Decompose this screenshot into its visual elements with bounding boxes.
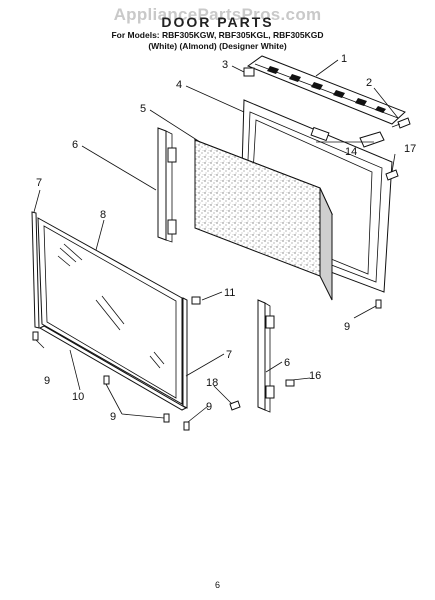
end-cap-part [243, 67, 255, 77]
side-trim-part-left [31, 211, 40, 329]
callout-3: 3 [222, 59, 228, 71]
clip-part [191, 296, 201, 305]
hinge-channel-part-upper [157, 127, 177, 243]
callout-11: 11 [224, 287, 235, 299]
callout-7-right: 7 [226, 349, 232, 361]
callout-9-right: 9 [344, 321, 350, 333]
callout-6-lower: 6 [284, 357, 290, 369]
callout-6-upper: 6 [72, 139, 78, 151]
models-line: For Models: RBF305KGW, RBF305KGL, RBF305… [111, 30, 324, 40]
screw-part-2 [391, 117, 411, 129]
page-number: 6 [214, 580, 220, 590]
screw-part-17 [385, 169, 399, 181]
callout-1: 1 [341, 53, 347, 65]
callout-7-left: 7 [36, 177, 42, 189]
side-trim-part-right [182, 297, 188, 409]
callout-18: 18 [206, 377, 218, 389]
bracket-part [359, 131, 385, 148]
hinge-channel-part-lower [257, 299, 275, 413]
callout-10: 10 [72, 391, 84, 403]
insulation-panel-part [193, 139, 333, 301]
screw-part-18 [229, 400, 241, 411]
callout-16: 16 [309, 370, 321, 382]
page-title: DOOR PARTS [161, 14, 274, 30]
glass-panel-part [37, 217, 183, 405]
callout-9-bottom: 9 [110, 411, 116, 423]
screw-part-9-bottom-a [163, 413, 170, 423]
callout-4: 4 [176, 79, 182, 91]
leader-lines [33, 59, 399, 423]
clip-part-16 [285, 379, 295, 387]
bottom-trim-part [38, 325, 188, 411]
watermark-text: AppliancePartsPros.com [113, 5, 322, 24]
screw-part-9-right [375, 299, 382, 309]
callout-labels: 1 2 3 4 5 6 7 8 9 10 11 14 16 17 18 7 6 … [36, 53, 416, 423]
screw-part-9-center [103, 375, 110, 385]
callout-9-bottom-right: 9 [206, 401, 212, 413]
screw-part-9-left [32, 331, 39, 341]
screw-part-9-bottom-b [183, 421, 190, 431]
callout-8: 8 [100, 209, 106, 221]
vent-trim-part [246, 55, 406, 125]
colors-line: (White) (Almond) (Designer White) [148, 41, 287, 51]
callout-9-left: 9 [44, 375, 50, 387]
callout-5: 5 [140, 103, 146, 115]
callout-17: 17 [404, 143, 416, 155]
callout-14: 14 [345, 146, 357, 158]
callout-2: 2 [366, 77, 372, 89]
